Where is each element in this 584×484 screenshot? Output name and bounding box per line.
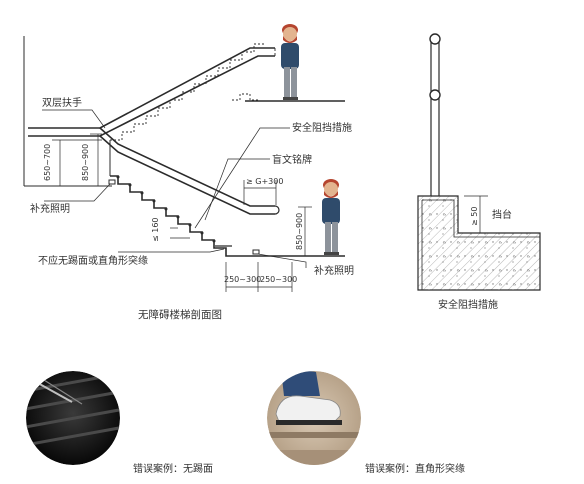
- lower-handrail-high: [99, 127, 275, 207]
- label-braille-sign: 盲文铭牌: [272, 153, 312, 166]
- label-safety-barrier: 安全阻挡措施: [292, 121, 352, 134]
- person-lower-illustration: [322, 179, 340, 255]
- supplementary-light-right-mark: [252, 249, 260, 255]
- label-supplementary-light-left: 补充照明: [30, 202, 70, 215]
- leader-lines: [42, 109, 307, 268]
- stair-section-caption: 无障碍楼梯剖面图: [138, 308, 222, 321]
- stair-section-drawing: [23, 36, 345, 292]
- tread-nosings: [116, 175, 216, 243]
- lower-handrail-low: [99, 135, 275, 215]
- label-double-handrail: 双层扶手: [42, 96, 82, 109]
- bottom-handrail-dim: [298, 206, 312, 256]
- dim-extension: ≥ G+300: [246, 177, 283, 186]
- dim-handrail-high: 850~900: [81, 144, 90, 181]
- bottom-extension-dims: [225, 262, 293, 292]
- handrail-lower-section: [429, 89, 441, 101]
- dim-handrail-low: 650~700: [43, 144, 52, 181]
- extension-dim: [243, 180, 277, 205]
- supplementary-light-left-mark: [108, 179, 116, 185]
- handrail-height-dims: [52, 133, 102, 187]
- nosing-dim: [170, 227, 190, 239]
- dim-bottom-handrail: 850~900: [295, 213, 304, 250]
- dim-ext-left: 250~300: [224, 275, 261, 284]
- error-photo-right-angle-nosing: [267, 371, 361, 465]
- dim-ext-right: 250~300: [260, 275, 297, 284]
- upper-handrail-low: [28, 55, 275, 137]
- dim-curb-height: ≥ 50: [470, 207, 479, 226]
- label-supplementary-light-right: 补充照明: [314, 264, 354, 277]
- handrail-upper-section: [429, 33, 441, 45]
- dim-nosing: ≤ 160: [151, 217, 160, 242]
- label-curb: 挡台: [492, 208, 512, 221]
- error-caption-right-angle: 错误案例：直角形突缘: [365, 462, 465, 475]
- error-caption-no-riser: 错误案例：无踢面: [133, 462, 213, 475]
- error-photo-no-riser: [26, 371, 120, 465]
- barrier-detail-drawing: [417, 33, 541, 291]
- label-no-riser-warning: 不应无踢面或直角形突缘: [38, 254, 148, 267]
- person-upper-illustration: [281, 24, 299, 100]
- barrier-detail-caption: 安全阻挡措施: [438, 298, 498, 311]
- lower-flight-steps: [110, 175, 345, 257]
